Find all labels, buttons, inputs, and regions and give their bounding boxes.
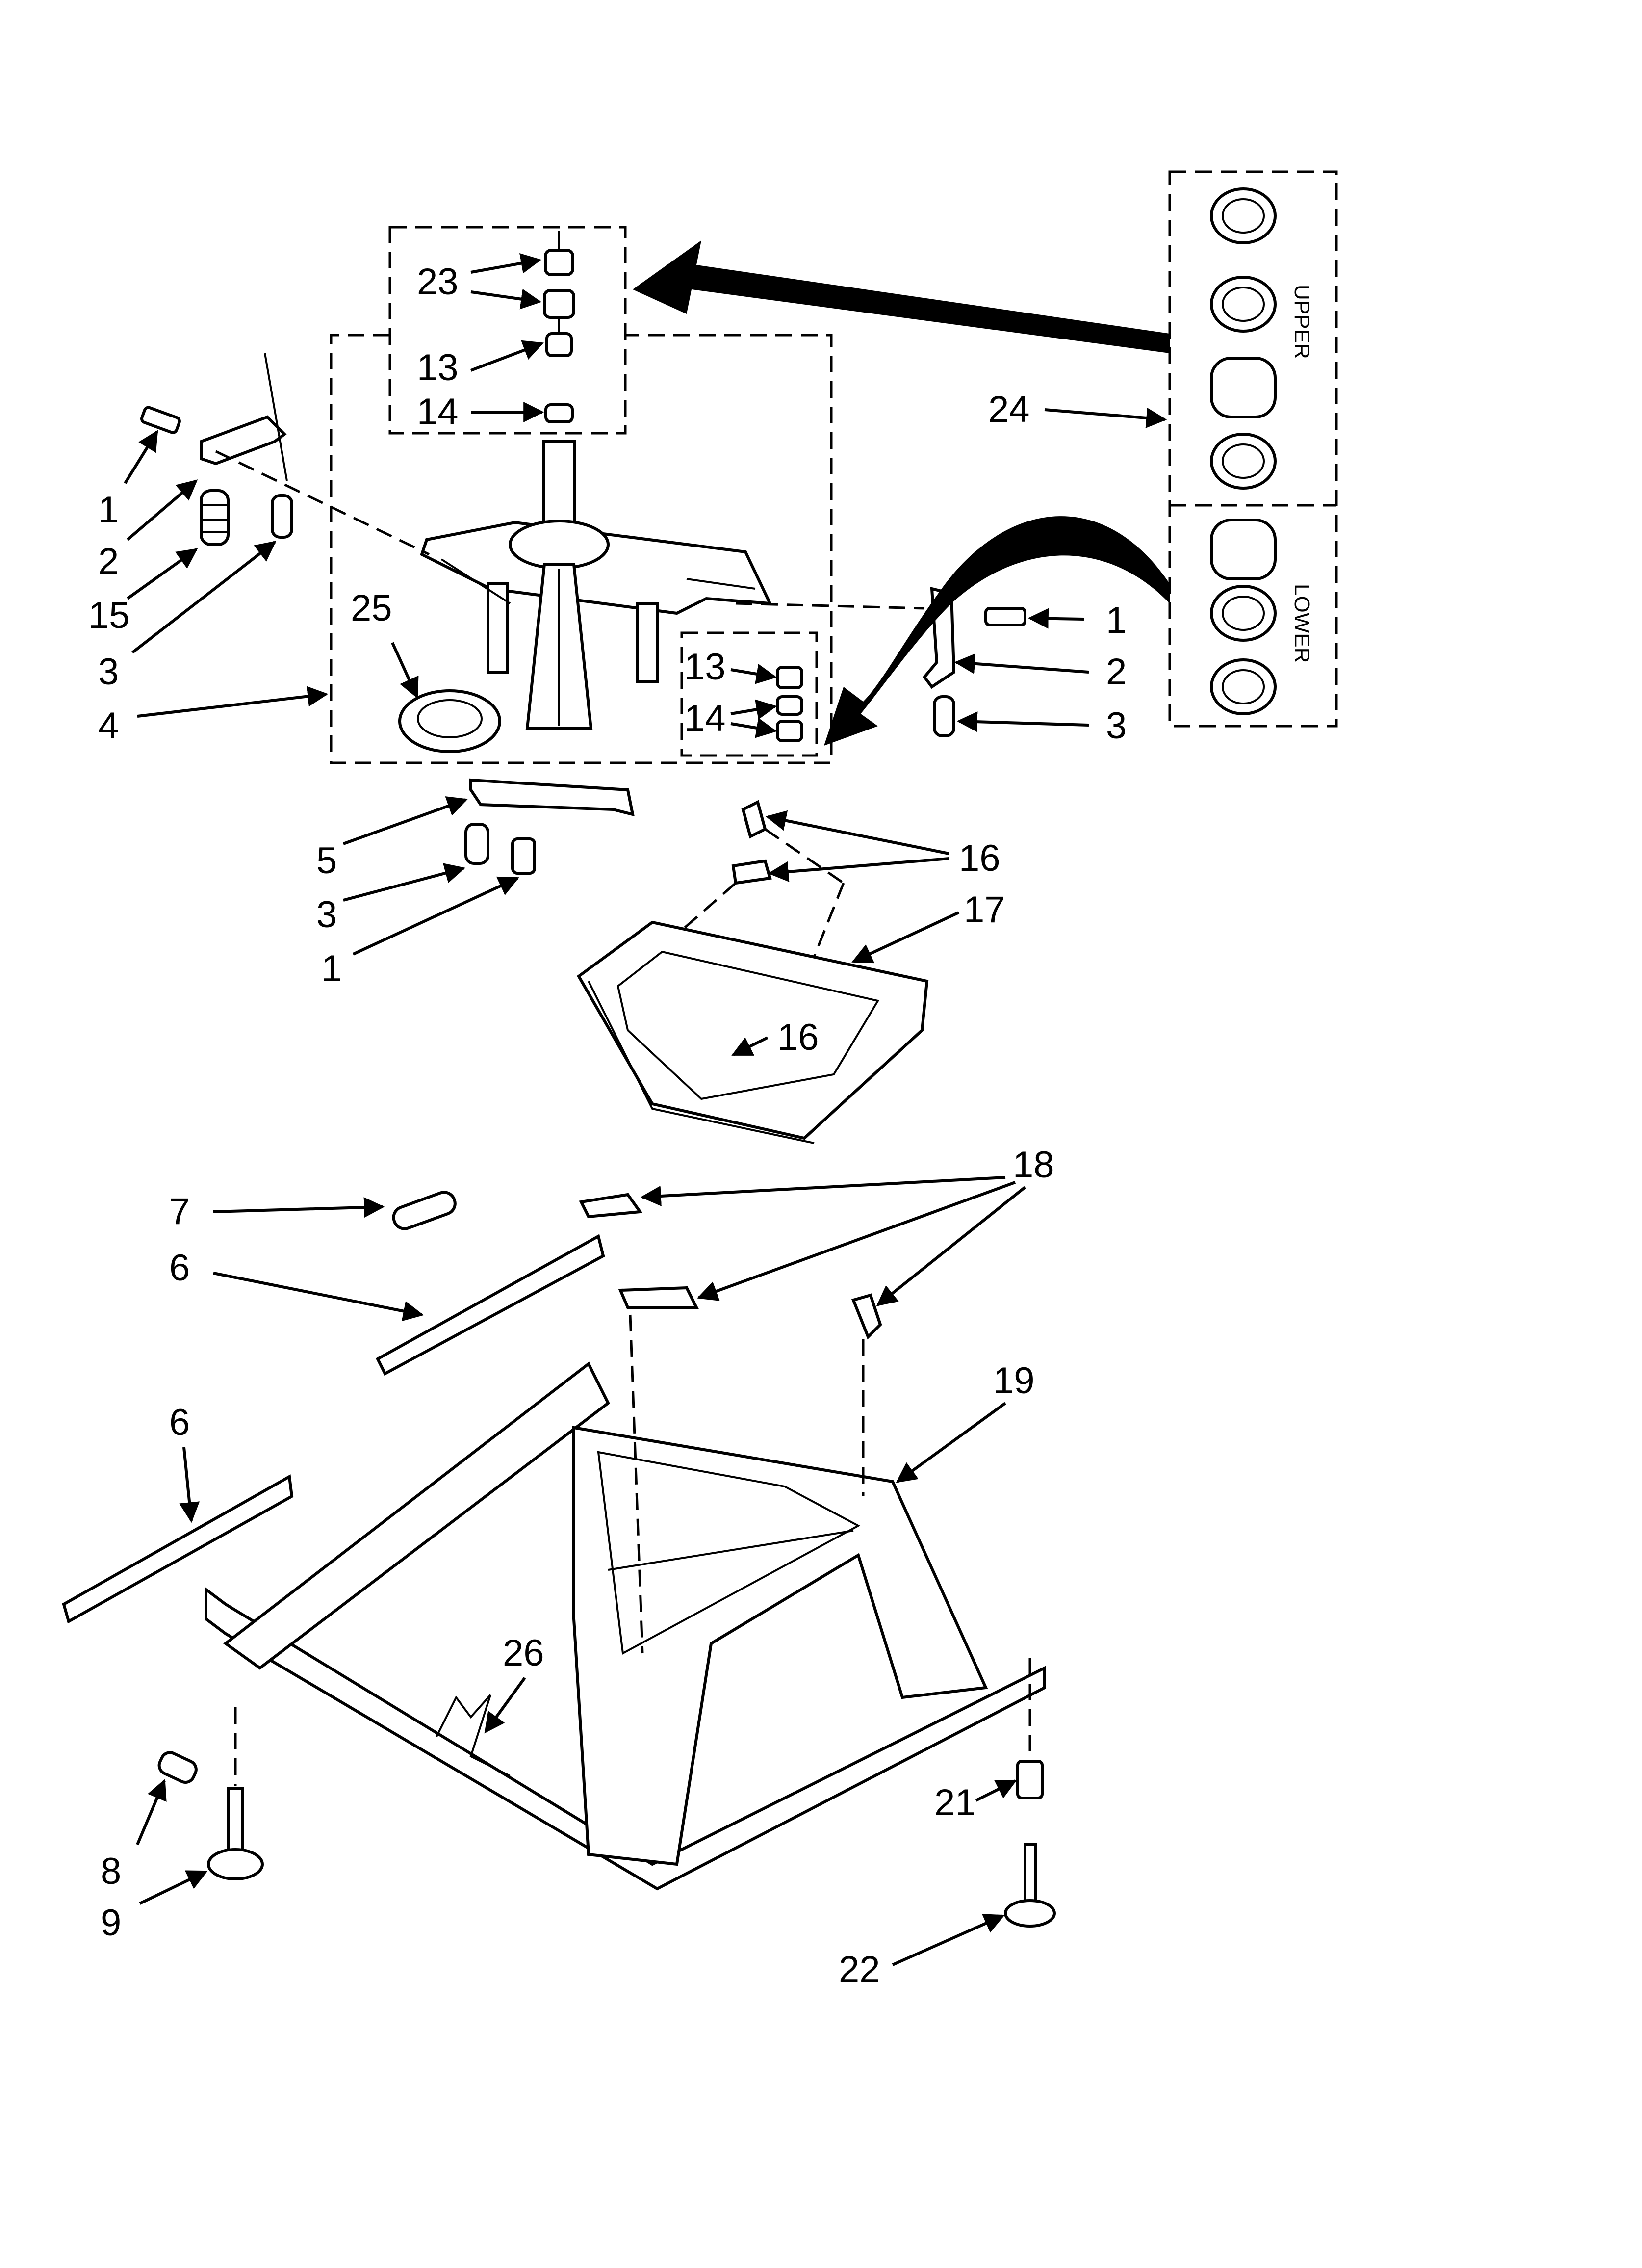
frame-17 xyxy=(577,920,929,1144)
clip-dash-a xyxy=(764,828,845,885)
callout-18: 18 xyxy=(1013,1144,1054,1186)
seal-ring-25 xyxy=(398,689,501,753)
callout-22: 22 xyxy=(839,1949,880,1990)
callout-8: 8 xyxy=(101,1851,121,1892)
bracket-dash-right xyxy=(735,602,925,610)
clip-26 xyxy=(436,1694,511,1777)
bolt-1-bottom xyxy=(511,837,536,875)
callout-15: 15 xyxy=(88,595,130,636)
callout-3-right: 3 xyxy=(1106,705,1127,747)
spring-7 xyxy=(392,1191,457,1230)
callout-5: 5 xyxy=(316,840,337,882)
leveling-leg-9 xyxy=(207,1707,264,1880)
callout-21: 21 xyxy=(934,1782,976,1824)
kit-upper-parts xyxy=(1210,187,1277,490)
bracket-dash-left xyxy=(215,450,430,556)
bushing-23-bottom xyxy=(543,289,575,319)
pin-8 xyxy=(157,1751,198,1784)
bearing-13-upper xyxy=(545,332,573,357)
rail-6-upper xyxy=(376,1234,605,1376)
spring-15 xyxy=(200,489,230,546)
clip-18-a xyxy=(579,1193,643,1219)
lower-bearing-group-box xyxy=(680,631,818,757)
bracket-2-left xyxy=(200,353,288,481)
spring-3-bottom xyxy=(464,823,489,865)
clip-18-c xyxy=(851,1293,882,1340)
callout-6-upper: 6 xyxy=(169,1247,190,1289)
callout-25: 25 xyxy=(351,587,392,629)
callout-9: 9 xyxy=(101,1902,121,1944)
callout-2-left: 2 xyxy=(98,541,119,582)
frame-dash-18a xyxy=(629,1314,644,1654)
leader-lines xyxy=(124,253,1167,1966)
callout-1-bottom: 1 xyxy=(321,948,342,990)
transmission-assembly xyxy=(420,440,772,730)
clip-16-a xyxy=(741,800,767,839)
callout-1-right: 1 xyxy=(1106,600,1127,641)
washer-14-upper xyxy=(544,403,574,423)
callout-13-upper: 13 xyxy=(417,347,459,389)
callout-3-left: 3 xyxy=(98,651,119,693)
kit-upper-label: UPPER xyxy=(1290,285,1314,359)
bushing-23-top xyxy=(544,231,574,276)
callout-13-lower: 13 xyxy=(684,646,726,688)
callout-24: 24 xyxy=(988,389,1030,430)
base-frame-19 xyxy=(205,1361,1046,1891)
nut-21 xyxy=(1016,1760,1044,1799)
kit-lower-label: LOWER xyxy=(1290,584,1314,663)
callout-1-left: 1 xyxy=(98,489,119,531)
callout-4: 4 xyxy=(98,705,119,747)
bearing-kit-box xyxy=(1168,170,1338,728)
callout-3-bottom: 3 xyxy=(316,894,337,936)
kit-upper-arrow xyxy=(633,240,1170,353)
bracket-5 xyxy=(469,778,635,817)
washer-14-lower-a xyxy=(776,695,803,716)
spring-3-right xyxy=(933,695,955,737)
callout-17: 17 xyxy=(964,889,1005,931)
callout-6-lower: 6 xyxy=(169,1402,190,1443)
clip-18-b xyxy=(618,1286,699,1309)
rail-6-lower xyxy=(62,1474,294,1624)
callout-19: 19 xyxy=(993,1360,1035,1402)
leveling-leg-22 xyxy=(1004,1658,1056,1928)
clip-16-b xyxy=(731,859,772,885)
callout-14-lower: 14 xyxy=(684,698,726,739)
callout-14-upper: 14 xyxy=(417,391,459,433)
callout-7: 7 xyxy=(169,1191,190,1232)
kit-lower-parts xyxy=(1210,519,1277,715)
bolt-1-right xyxy=(984,607,1026,626)
washer-14-lower-b xyxy=(776,720,803,742)
bolt-1-left xyxy=(140,406,181,434)
callout-16-frame: 16 xyxy=(777,1017,819,1058)
callout-26: 26 xyxy=(503,1632,544,1674)
callout-16-top: 16 xyxy=(959,837,1001,879)
bearing-13-lower xyxy=(776,666,803,689)
callout-2-right: 2 xyxy=(1106,651,1127,693)
spring-3-left xyxy=(271,494,293,539)
kit-lower-arrow xyxy=(824,516,1170,746)
callout-23: 23 xyxy=(417,261,459,303)
upper-bearing-group-box xyxy=(388,226,627,435)
